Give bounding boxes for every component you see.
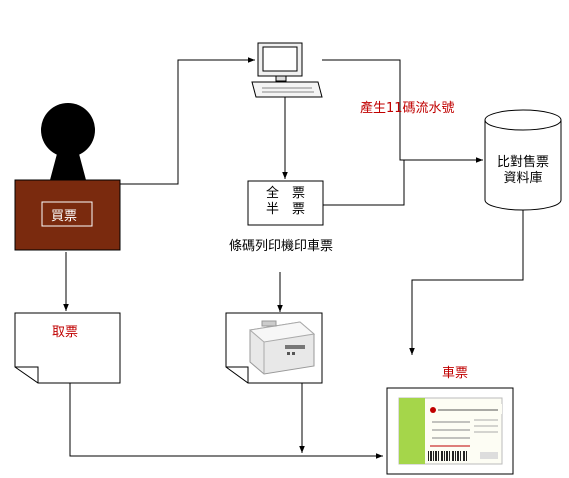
arrow-pickup-to-ticket <box>69 383 383 459</box>
line-ticket-type-to-database <box>323 160 405 206</box>
printer-icon <box>248 320 316 375</box>
arrow-database-to-ticket <box>409 210 524 355</box>
printer-caption: 條碼列印機印車票 <box>229 239 334 254</box>
ticket-type-box <box>247 180 324 226</box>
pickup-label: 取票 <box>52 325 79 340</box>
ticket-type-half: 半 票 <box>265 202 305 217</box>
serial-number-label: 產生11碼流水號 <box>360 101 455 116</box>
arrow-buyer-to-computer <box>120 57 255 185</box>
connectors <box>63 57 524 459</box>
arrow-computer-to-database <box>322 59 483 163</box>
person-icon <box>41 103 95 180</box>
ticket-type-full: 全 票 <box>265 186 305 201</box>
computer-icon <box>251 42 323 98</box>
database-label-line2: 資料庫 <box>503 171 543 186</box>
database-label-line1: 比對售票 <box>496 155 549 170</box>
ticket-card-image <box>398 397 503 465</box>
buyer-label-box <box>41 201 93 227</box>
ticket-type-label: 全 票 半 票 <box>248 186 323 218</box>
database-label: 比對售票 資料庫 <box>485 155 561 187</box>
ticket-label: 車票 <box>442 366 469 381</box>
buyer-label: 買票 <box>51 209 78 224</box>
pickup-document <box>14 312 121 384</box>
